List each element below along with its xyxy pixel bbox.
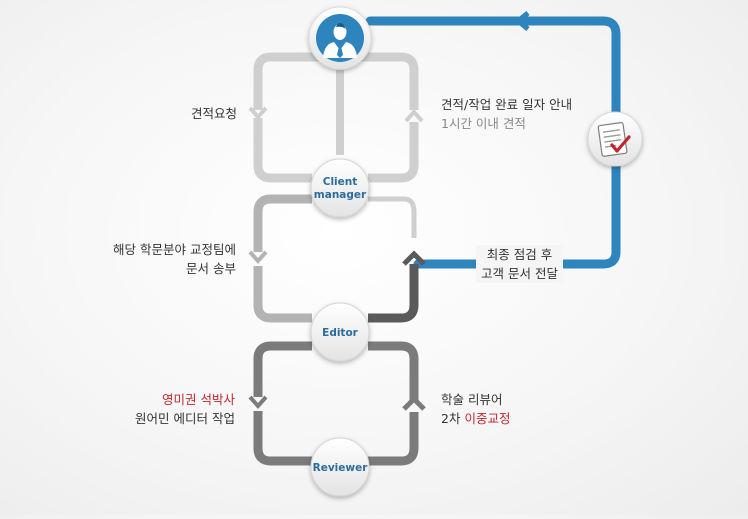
quote-notice-line2: 1시간 이내 견적: [441, 116, 526, 131]
send-to-team-line1: 해당 학문분야 교정팀에: [113, 242, 236, 257]
client-manager-node: [310, 158, 370, 218]
request-quote-text: 견적요청: [190, 106, 237, 121]
client-manager-label-line2: manager: [314, 189, 367, 201]
bottom-loop-down-chevron: [248, 395, 268, 410]
bottom-loop-path: [253, 341, 419, 466]
editor-label: Editor: [322, 327, 359, 339]
final-check-line2: 고객 문서 전달: [481, 266, 558, 281]
blue-arrow-chevron: [515, 11, 530, 31]
reviewer-node: [310, 437, 370, 497]
top-loop-up-chevron: [404, 108, 424, 123]
request-quote-label: 견적요청: [191, 104, 237, 123]
mid-loop-left-path: [253, 194, 312, 323]
quote-notice-label: 견적/작업 완료 일자 안내 1시간 이내 견적: [441, 95, 572, 133]
final-check-label: 최종 점검 후 고객 문서 전달: [476, 245, 563, 283]
review-line2: 2차 이중교정: [441, 409, 510, 428]
review-line2-prefix: 2차: [441, 411, 461, 426]
bottom-loop-up-chevron: [402, 395, 426, 411]
final-check-line1: 최종 점검 후: [486, 247, 553, 262]
top-loop-bottom-path: [253, 118, 419, 183]
send-to-team-line2: 문서 송부: [186, 261, 236, 276]
document-check-icon: [597, 121, 631, 157]
mid-loop-down-chevron: [248, 250, 268, 265]
client-manager-label-line1: Client: [323, 176, 358, 188]
top-loop-down-chevron: [248, 106, 268, 121]
businessman-icon: [323, 23, 357, 58]
quote-notice-line1: 견적/작업 완료 일자 안내: [441, 97, 573, 112]
editor-credentials-label: 영미권 석박사 원어민 에디터 작업: [135, 390, 235, 428]
send-to-team-label: 해당 학문분야 교정팀에 문서 송부: [113, 240, 236, 278]
mid-loop-right-dark-path: [368, 264, 419, 323]
review-line2-highlight: 이중교정: [464, 411, 511, 426]
review-line1: 학술 리뷰어: [441, 392, 503, 407]
reviewer-label: Reviewer: [313, 462, 369, 474]
review-label: 학술 리뷰어 2차 이중교정: [441, 390, 510, 428]
editor-credentials-line2: 원어민 에디터 작업: [135, 411, 235, 426]
mid-loop-top-right-path: [368, 196, 417, 238]
mid-loop-up-chevron: [402, 250, 426, 266]
editor-credentials-line1: 영미권 석박사: [162, 392, 235, 407]
editor-node: [310, 302, 370, 362]
